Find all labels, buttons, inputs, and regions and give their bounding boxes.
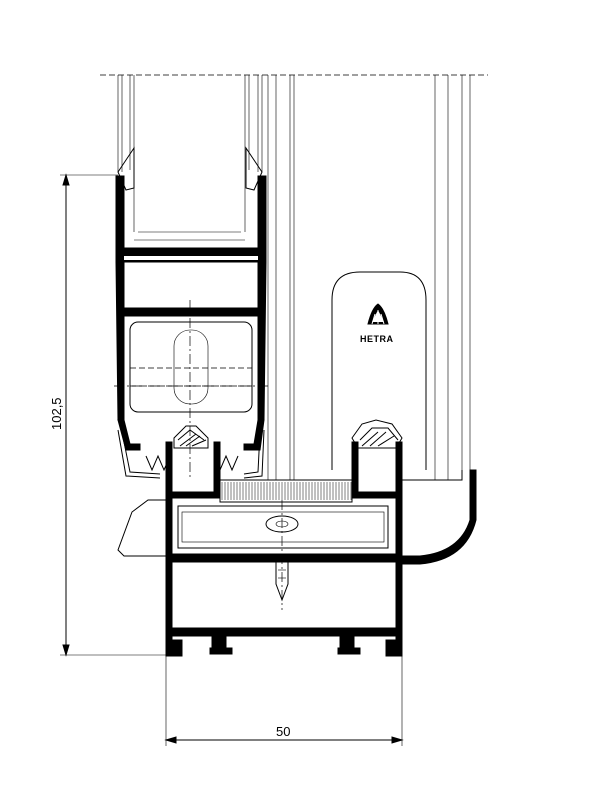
glazing-gaskets	[117, 146, 263, 191]
interior-trim	[401, 469, 477, 565]
fixed-frame-lines	[267, 75, 471, 480]
brush-seals	[173, 419, 403, 449]
brand-logo: HETRA	[360, 303, 394, 344]
frame-sill-profile	[165, 497, 403, 657]
sash-seal	[145, 454, 239, 472]
width-dimension-label: 50	[276, 724, 290, 739]
interior-lining	[331, 271, 427, 470]
track-cover	[219, 479, 353, 503]
height-dimension: 102,5	[49, 173, 166, 657]
drip-flap	[117, 499, 166, 557]
roller-detail	[114, 300, 270, 480]
width-dimension: 50	[164, 656, 404, 746]
brand-name: HETRA	[360, 334, 394, 344]
height-dimension-label: 102,5	[49, 397, 64, 430]
anchor-screw	[275, 500, 289, 610]
sash-profile	[115, 175, 267, 479]
glass-panes	[117, 75, 263, 241]
sash-hooks	[165, 441, 403, 499]
